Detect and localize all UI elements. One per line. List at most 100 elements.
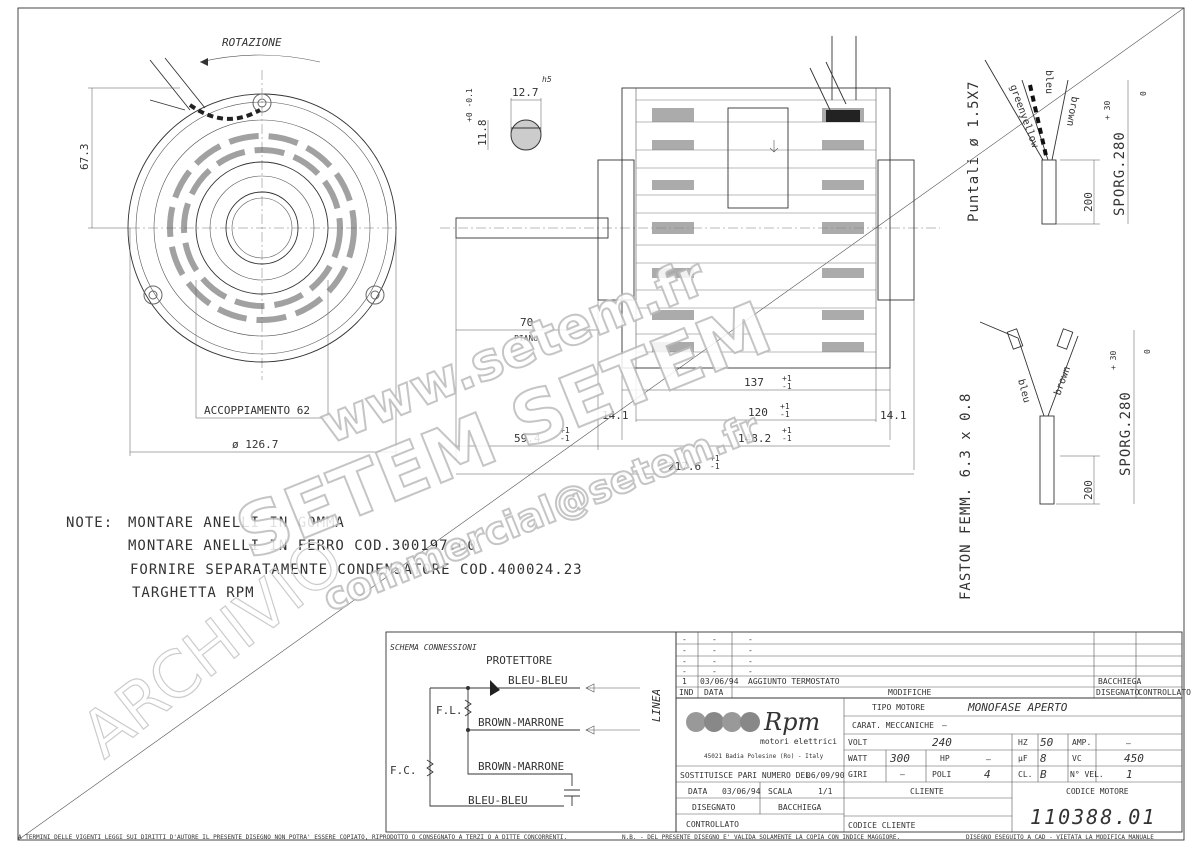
svg-text:-: - xyxy=(682,667,687,676)
revision-date: 03/06/94 xyxy=(700,677,739,686)
uf-value: 8 xyxy=(1040,752,1047,765)
front-view: ROTAZIONE 67.3 ACCOPPIAMENTO 62 ø 126.7 xyxy=(78,36,400,456)
watermarks: ARCHIVIO www.setem.fr SETEM SETEM commer… xyxy=(68,246,783,773)
svg-text:POLI: POLI xyxy=(932,770,951,779)
svg-text:N° VEL.: N° VEL. xyxy=(1070,770,1104,779)
svg-text:TIPO MOTORE: TIPO MOTORE xyxy=(872,703,925,712)
cable-detail-bottom: FASTON FEMM. 6.3 x 0.8 bleu brown 200 SP… xyxy=(958,321,1152,600)
note-line-4: TARGHETTA RPM xyxy=(132,585,255,601)
svg-text:IND: IND xyxy=(679,688,694,697)
svg-text:+1: +1 xyxy=(710,454,720,463)
svg-text:-: - xyxy=(748,667,753,676)
note-line-2: MONTARE ANELLI IN FERRO COD.300197.00 xyxy=(128,538,477,554)
shaft-tolerance-class: h5 xyxy=(542,75,552,84)
svg-text:+1: +1 xyxy=(560,426,570,435)
motor-type: MONOFASE APERTO xyxy=(967,701,1068,714)
linea-label: LINEA xyxy=(650,689,663,722)
sheet-border xyxy=(17,7,1185,841)
coupling-dim: ACCOPPIAMENTO 62 xyxy=(204,404,310,417)
rotation-label: ROTAZIONE xyxy=(222,36,282,49)
hz-value: 50 xyxy=(1040,736,1054,749)
svg-text:-: - xyxy=(682,657,687,666)
footer-cad: DISEGNO ESEGUITO A CAD - VIETATA LA MODI… xyxy=(966,834,1154,841)
svg-text:-: - xyxy=(712,667,717,676)
dim-148: 148.2 xyxy=(738,432,771,445)
svg-text:-: - xyxy=(712,646,717,655)
svg-text:+1: +1 xyxy=(782,426,792,435)
shaft-length-dim: 70 xyxy=(520,316,533,329)
amp-value: — xyxy=(1126,739,1131,748)
revision-desc: AGGIUNTO TERMOSTATO xyxy=(748,677,840,686)
shaft-diameter: 12.7 xyxy=(512,86,539,99)
svg-text:+1: +1 xyxy=(782,374,792,383)
svg-text:DISEGNATO: DISEGNATO xyxy=(1096,688,1140,697)
footer: A TERMINI DELLE VIGENTI LEGGI SUI DIRITT… xyxy=(18,834,1154,841)
svg-text:-1: -1 xyxy=(710,462,720,471)
svg-text:-: - xyxy=(748,635,753,644)
svg-text:µF: µF xyxy=(1018,754,1028,763)
svg-text:-: - xyxy=(748,646,753,655)
svg-text:0: 0 xyxy=(1143,349,1152,354)
cable-bottom-length: 200 xyxy=(1082,480,1095,500)
dim-59: 59.4 xyxy=(514,432,541,445)
cable-detail-top: Puntali ø 1.5X7 bleu brown greenyellow 2… xyxy=(966,59,1148,225)
vc-value: 450 xyxy=(1124,752,1144,765)
wire-bleu-2: BLEU-BLEU xyxy=(468,794,528,807)
svg-text:CONTROLLATO: CONTROLLATO xyxy=(686,820,739,829)
svg-text:MODIFICHE: MODIFICHE xyxy=(888,688,932,697)
replaces-label: SOSTITUISCE PARI NUMERO DEL xyxy=(680,771,810,780)
revision-by: BACCHIEGA xyxy=(1098,677,1142,686)
svg-text:SCALA: SCALA xyxy=(768,787,792,796)
svg-text:+ 30: + 30 xyxy=(1109,351,1118,370)
drawn-by: BACCHIEGA xyxy=(778,803,822,812)
wire-label-bleu-2: bleu xyxy=(1015,378,1032,404)
wire-label-brown: brown xyxy=(1064,95,1080,127)
giri-value: — xyxy=(900,770,905,779)
protettore-label: PROTETTORE xyxy=(486,654,552,667)
svg-text:-: - xyxy=(682,635,687,644)
note-line-1: MONTARE ANELLI IN GOMMA xyxy=(128,515,345,531)
title-block: Rpm motori elettrici 45021 Badia Polesin… xyxy=(675,697,1183,833)
svg-text:0: 0 xyxy=(1139,91,1148,96)
svg-text:-: - xyxy=(712,657,717,666)
svg-text:DATA: DATA xyxy=(704,688,723,697)
wire-label-greenyellow: greenyellow xyxy=(1007,83,1040,150)
svg-text:-1: -1 xyxy=(782,434,792,443)
svg-text:CONTROLLATO: CONTROLLATO xyxy=(1138,688,1191,697)
shaft-flat: 11.8 xyxy=(476,120,489,147)
svg-text:-: - xyxy=(712,635,717,644)
connection-schema: SCHEMA CONNESSIONI PROTETTORE F.L. F.C. … xyxy=(385,631,677,833)
svg-text:CL.: CL. xyxy=(1018,770,1032,779)
mechanical-char: — xyxy=(942,721,947,730)
cable-top-sporg: SPORG.280 xyxy=(1112,131,1128,216)
dim-120: 120 xyxy=(748,406,768,419)
volt-value: 240 xyxy=(932,736,952,749)
height-dim: 67.3 xyxy=(78,144,91,171)
svg-text:DISEGNATO: DISEGNATO xyxy=(692,803,736,812)
shaft-section: 12.7 h5 11.8 +0 -0.1 xyxy=(465,75,552,151)
svg-text:HZ: HZ xyxy=(1018,738,1028,747)
note-line-3: FORNIRE SEPARATAMENTE CONDENSATORE COD.4… xyxy=(130,562,583,578)
side-view: 70 PIANO 137 +1 -1 120 +1 -1 14.1 14.1 5… xyxy=(440,36,940,475)
svg-text:GIRI: GIRI xyxy=(848,770,867,779)
footer-copyright: A TERMINI DELLE VIGENTI LEGGI SUI DIRITT… xyxy=(18,834,567,841)
svg-text:-1: -1 xyxy=(782,382,792,391)
cable-bottom-sporg: SPORG.280 xyxy=(1118,391,1134,476)
svg-text:CARAT. MECCANICHE: CARAT. MECCANICHE xyxy=(852,721,934,730)
footer-validity: N.B. - DEL PRESENTE DISEGNO E' VALIDA SO… xyxy=(622,834,900,841)
svg-text:VOLT: VOLT xyxy=(848,738,867,747)
diagonal-line xyxy=(17,7,1185,841)
fc-label: F.C. xyxy=(390,764,417,777)
notes: NOTE: MONTARE ANELLI IN GOMMA MONTARE AN… xyxy=(66,515,583,601)
svg-text:-1: -1 xyxy=(780,410,790,419)
revision-ind: 1 xyxy=(682,677,687,686)
company-subtitle: motori elettrici xyxy=(760,737,837,746)
schema-title: SCHEMA CONNESSIONI xyxy=(390,643,477,652)
svg-text:+1: +1 xyxy=(780,402,790,411)
svg-text:+ 30: + 30 xyxy=(1103,101,1112,120)
archive-watermark: ARCHIVIO xyxy=(68,524,358,773)
svg-text:CODICE MOTORE: CODICE MOTORE xyxy=(1066,787,1129,796)
dim-217: 217.6 xyxy=(668,460,701,473)
